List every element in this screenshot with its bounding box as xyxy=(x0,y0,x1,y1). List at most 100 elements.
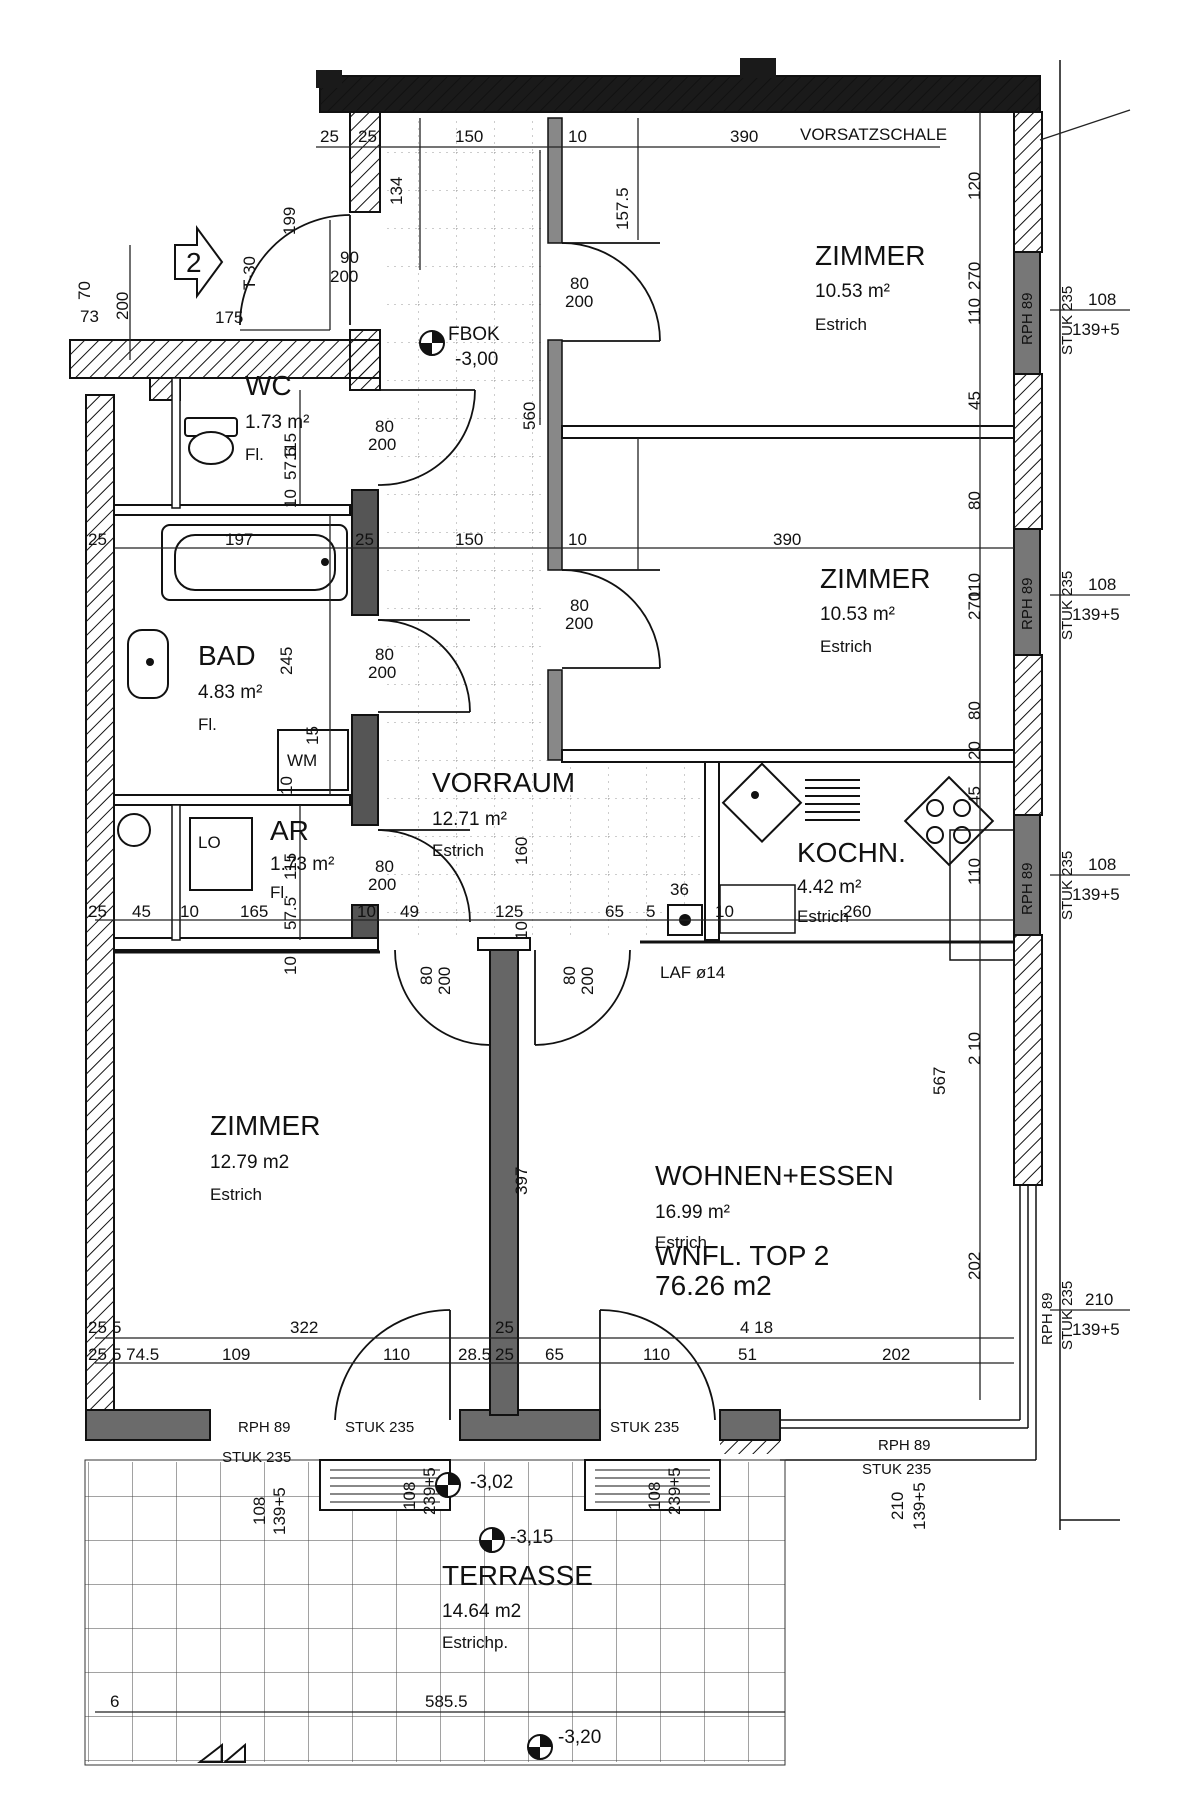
room-zimmer-top: ZIMMER 10.53 m² Estrich xyxy=(815,240,925,334)
svg-text:200: 200 xyxy=(113,292,132,320)
svg-text:150: 150 xyxy=(455,127,483,146)
grate-right-bars xyxy=(595,1469,710,1503)
svg-text:165: 165 xyxy=(240,902,268,921)
svg-text:15: 15 xyxy=(303,726,322,745)
svg-text:175: 175 xyxy=(215,308,243,327)
svg-text:200: 200 xyxy=(368,875,396,894)
svg-text:STUK 235: STUK 235 xyxy=(1059,571,1076,640)
svg-text:ZIMMER: ZIMMER xyxy=(815,240,925,271)
svg-text:Estrichp.: Estrichp. xyxy=(442,1633,508,1652)
dimension-labels: 25 25 150 10 390 VORSATZSCHALE 134 157.5… xyxy=(75,125,984,1711)
svg-text:2 10: 2 10 xyxy=(965,1032,984,1065)
grate-left-bars xyxy=(330,1469,440,1503)
svg-text:STUK 235: STUK 235 xyxy=(345,1419,414,1436)
wall-bottom-left xyxy=(85,1409,211,1441)
svg-text:1.73 m²: 1.73 m² xyxy=(245,412,309,433)
svg-text:200: 200 xyxy=(368,663,396,682)
svg-text:108: 108 xyxy=(1088,855,1116,874)
svg-text:10: 10 xyxy=(568,530,587,549)
svg-text:80: 80 xyxy=(560,966,579,985)
svg-text:25: 25 xyxy=(495,1318,514,1337)
svg-text:Estrich: Estrich xyxy=(655,1233,707,1252)
svg-text:390: 390 xyxy=(773,530,801,549)
wall-center-cap xyxy=(477,937,531,951)
level-320: -3,20 xyxy=(558,1727,601,1748)
svg-text:80: 80 xyxy=(570,274,589,293)
svg-text:120: 120 xyxy=(965,172,984,200)
level-marker-icon xyxy=(435,1472,461,1498)
room-wc: WC 1.73 m² Fl. xyxy=(245,370,309,464)
wm-label: WM xyxy=(287,751,317,770)
svg-text:197: 197 xyxy=(225,530,253,549)
wall-bad-col xyxy=(351,714,379,826)
wall-bad-bottom xyxy=(113,794,351,806)
svg-text:10: 10 xyxy=(180,902,199,921)
svg-text:108: 108 xyxy=(1088,290,1116,309)
svg-text:125: 125 xyxy=(495,902,523,921)
svg-text:200: 200 xyxy=(578,967,597,995)
svg-text:Estrich: Estrich xyxy=(432,841,484,860)
svg-text:65: 65 xyxy=(605,902,624,921)
svg-text:BAD: BAD xyxy=(198,640,256,671)
svg-text:WC: WC xyxy=(245,370,292,401)
svg-text:RPH 89: RPH 89 xyxy=(1039,1292,1056,1345)
svg-text:150: 150 xyxy=(455,530,483,549)
svg-text:90: 90 xyxy=(340,248,359,267)
svg-text:STUK 235: STUK 235 xyxy=(1059,286,1076,355)
dimension-lines xyxy=(95,109,1131,1713)
svg-text:4.83 m²: 4.83 m² xyxy=(198,682,262,703)
svg-text:AR: AR xyxy=(270,815,309,846)
svg-text:Estrich: Estrich xyxy=(820,637,872,656)
door-zimmer-top xyxy=(561,242,661,342)
svg-text:322: 322 xyxy=(290,1318,318,1337)
svg-text:51: 51 xyxy=(738,1345,757,1364)
svg-text:239+5: 239+5 xyxy=(420,1467,439,1515)
svg-text:200: 200 xyxy=(565,614,593,633)
svg-text:10.53 m²: 10.53 m² xyxy=(815,281,890,302)
svg-text:28.5: 28.5 xyxy=(458,1345,491,1364)
wall-wc-left xyxy=(171,377,181,509)
svg-text:110: 110 xyxy=(383,1345,410,1364)
svg-text:25: 25 xyxy=(88,1345,107,1364)
svg-text:25: 25 xyxy=(355,530,374,549)
svg-text:12.79 m2: 12.79 m2 xyxy=(210,1152,289,1173)
svg-text:10: 10 xyxy=(281,489,300,508)
svg-text:76.26 m2: 76.26 m2 xyxy=(655,1270,772,1301)
entry-arrow-icon xyxy=(174,224,224,300)
svg-text:Fl.: Fl. xyxy=(270,883,289,902)
svg-text:110: 110 xyxy=(643,1345,670,1364)
svg-text:45: 45 xyxy=(965,786,984,805)
laundry-icon xyxy=(189,817,253,891)
apartment-summary: WNFL. TOP 2 76.26 m2 xyxy=(655,1240,829,1301)
svg-text:200: 200 xyxy=(565,292,593,311)
svg-text:STUK 235: STUK 235 xyxy=(222,1449,291,1466)
level-302: -3,02 xyxy=(470,1472,513,1493)
svg-text:110: 110 xyxy=(965,573,984,600)
svg-text:139+5: 139+5 xyxy=(1072,885,1120,904)
wall-right-seg4 xyxy=(1013,934,1043,1186)
svg-text:57.5: 57.5 xyxy=(281,897,300,930)
room-zimmer-low: ZIMMER 12.79 m2 Estrich xyxy=(210,1110,320,1204)
svg-text:5: 5 xyxy=(112,1318,121,1337)
svg-text:14.64 m2: 14.64 m2 xyxy=(442,1601,521,1622)
wall-bottom-right xyxy=(719,1409,781,1441)
sink-icon xyxy=(127,629,169,699)
svg-text:VORRAUM: VORRAUM xyxy=(432,767,575,798)
svg-text:WOHNEN+ESSEN: WOHNEN+ESSEN xyxy=(655,1160,894,1191)
wall-zimmer-divider xyxy=(561,425,1015,439)
svg-text:25: 25 xyxy=(495,1345,514,1364)
wall-right-upper xyxy=(1013,111,1043,253)
svg-text:80: 80 xyxy=(570,596,589,615)
svg-text:260: 260 xyxy=(843,902,871,921)
boiler-icon xyxy=(117,813,151,847)
vorraum-tiles-lower xyxy=(385,760,705,940)
wall-right-win1 xyxy=(1013,251,1041,375)
kitchen-vent-icon xyxy=(805,779,860,821)
door-zimmer-low xyxy=(394,949,491,1046)
svg-text:139+5: 139+5 xyxy=(270,1487,289,1535)
wall-ar-bottom xyxy=(113,937,379,951)
svg-text:200: 200 xyxy=(330,267,358,286)
svg-text:108: 108 xyxy=(250,1497,269,1525)
entry-column-top xyxy=(349,111,381,213)
svg-text:110: 110 xyxy=(965,858,984,885)
